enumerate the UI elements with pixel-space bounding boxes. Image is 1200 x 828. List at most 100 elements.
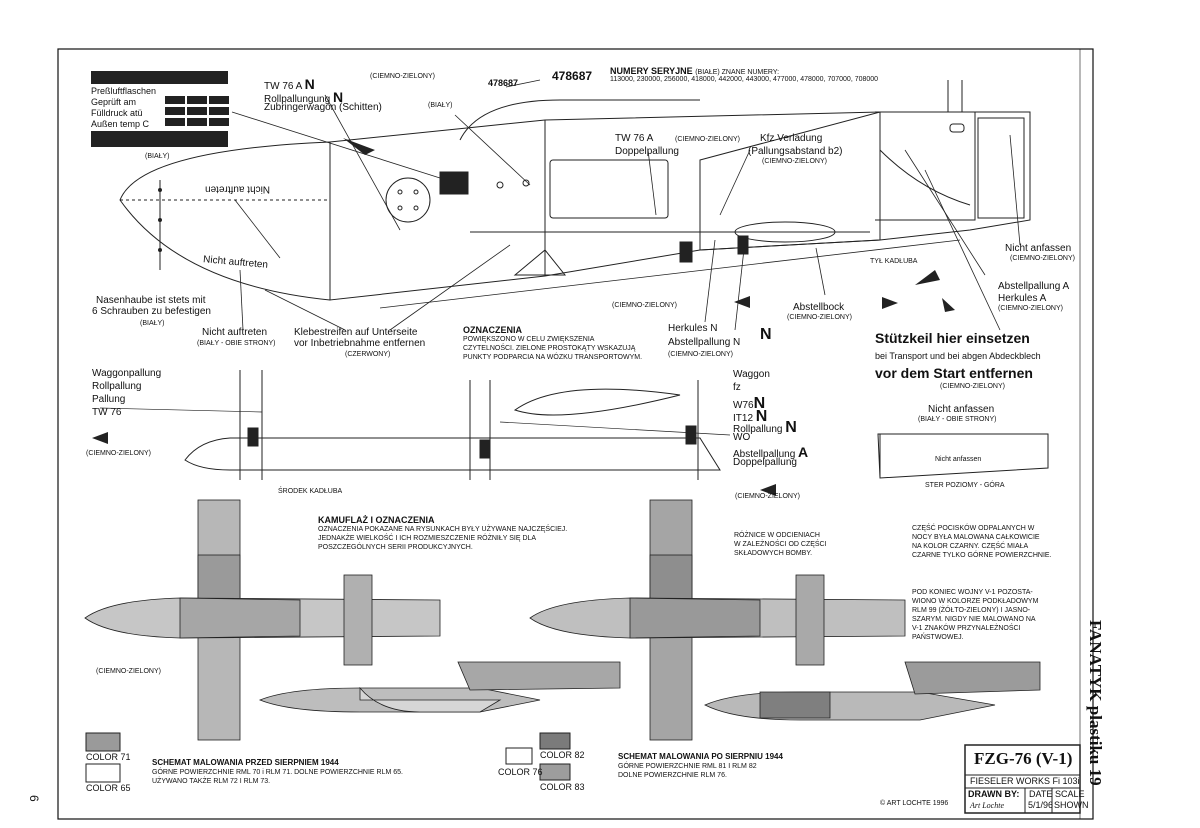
stencil-cell — [209, 96, 229, 104]
stencil-cell — [165, 96, 185, 104]
label-ciemno-zielony: (CIEMNO-ZIELONY) — [787, 314, 852, 321]
swatch-color82 — [539, 732, 571, 750]
label-waggon: Waggon — [733, 369, 770, 380]
mid-fuselage-drawing — [184, 370, 721, 480]
pod-koniec-line: WIONO W KOLORZE PODKŁADOWYM — [912, 598, 1039, 605]
stencil-line-3: Fülldruck atü — [91, 108, 143, 118]
schemat2-line: DOLNE POWIERZCHNIE RLM 76. — [618, 772, 727, 779]
czesc-line: NOCY BYŁA MALOWANA CAŁKOWICIE — [912, 534, 1040, 541]
label-ciemno-zielony: (CIEMNO-ZIELONY) — [675, 136, 740, 143]
label-abstellpallung: Abstellpallung A — [733, 444, 809, 460]
label-fz: fz — [733, 382, 741, 393]
label-tw76a: TW 76 A N — [264, 76, 315, 92]
legend-color83: COLOR 83 — [540, 782, 585, 792]
label-herkules-n: Herkules N — [668, 323, 718, 334]
label-ciemno-zielony: (CIEMNO-ZIELONY) — [940, 383, 1005, 390]
label-ciemno-zielony: (CIEMNO-ZIELONY) — [612, 302, 677, 309]
label-stutzkeil-3: vor dem Start entfernen — [875, 365, 1033, 381]
serials-heading: NUMERY SERYJNE (BIAŁE) ZNANE NUMERY: — [610, 66, 780, 76]
label-abstellbock: Abstellbock — [793, 302, 845, 313]
stencil-arrows — [92, 138, 955, 496]
kamuflaz-line: POSZCZEGÓLNYCH SERII PRODUKCYJNYCH. — [318, 544, 473, 551]
label-nicht-anfassen-small: Nicht anfassen — [935, 456, 982, 463]
label-ciemno-zielony: (CIEMNO-ZIELONY) — [668, 351, 733, 358]
label-rollpallung: Rollpallung — [92, 381, 142, 392]
legend-color82: COLOR 82 — [540, 750, 585, 760]
oznaczenia-line: PUNKTY PODPARCIA NA WÓZKU TRANSPORTOWYM. — [463, 354, 643, 361]
oznaczenia-line: CZYTELNOŚCI. ZIELONE PROSTOKĄTY WSKAZUJĄ — [463, 345, 636, 352]
label-w76: W76N — [733, 395, 766, 412]
label-nicht-auftreten-3: Nicht auftreten — [202, 327, 268, 338]
czesc-line: CZARNE TYLKO GÓRNE POWIERZCHNIE. — [912, 552, 1052, 559]
label-kfz: Kfz Verladung — [760, 133, 823, 144]
label-it12: IT12 N — [733, 408, 768, 425]
label-bialy-obie: (BIAŁY - OBIE STRONY) — [197, 340, 276, 347]
label-ciemno-zielony: (CIEMNO-ZIELONY) — [762, 158, 827, 165]
oznaczenia-line: POWIĘKSZONO W CELU ZWIĘKSZENIA — [463, 336, 595, 343]
label-czerwony: (CZERWONY) — [345, 351, 391, 358]
copyright: © ART LOCHTE 1996 — [880, 800, 949, 807]
kamuflaz-line: JEDNAKŻE WIELKOŚĆ I ICH ROZMIESZCZENIE R… — [318, 535, 537, 542]
serial-example-large: 478687 — [552, 69, 593, 83]
label-doppelpallung: Doppelpallung — [733, 457, 797, 468]
swatch-color76 — [505, 747, 533, 765]
date-heading: DATE — [1029, 789, 1053, 799]
stencil-line-2: Geprüft am — [91, 97, 137, 107]
czesc-line: CZĘŚĆ POCISKÓW ODPALANYCH W — [912, 525, 1035, 532]
legend-color76: COLOR 76 — [498, 767, 543, 777]
stencil-line-4: Außen temp C — [91, 119, 150, 129]
swatch-color83 — [539, 763, 571, 781]
czesc-line: NA KOLOR CZARNY. CZĘŚĆ MIAŁA — [912, 543, 1029, 550]
date-value: 5/1/96 — [1028, 800, 1054, 810]
kamuflaz-heading: KAMUFLAŻ I OZNACZENIA — [318, 515, 435, 525]
stencil-cell — [165, 118, 185, 126]
title-main: FZG-76 (V-1) — [974, 749, 1073, 768]
label-abstellpallung-n: Abstellpallung N — [668, 337, 741, 348]
schemat1-heading: SCHEMAT MALOWANIA PRZED SIERPNIEM 1944 — [152, 758, 339, 767]
label-tw76a-doppel: TW 76 A — [615, 133, 654, 144]
nose-cone-drawing — [119, 141, 331, 301]
stencil-bar-top — [91, 71, 228, 84]
label-doppelpallung: Doppelpallung — [615, 146, 679, 157]
drawn-by: DRAWN BY: — [968, 789, 1020, 799]
forward-fuselage-drawing — [329, 99, 881, 301]
label-ciemno-zielony: (CIEMNO-ZIELONY) — [735, 493, 800, 500]
label-srodek-kadluba: ŚRODEK KADŁUBA — [278, 488, 343, 495]
label-rollpallung-n: Rollpallung N — [733, 419, 797, 436]
leader-lines-top — [231, 79, 1021, 331]
label-nicht-anfassen: Nicht anfassen — [1005, 243, 1072, 254]
stencil-cell — [187, 107, 207, 115]
label-herkules-a: Herkules A — [998, 293, 1047, 304]
camo-right-drawing — [529, 499, 1041, 741]
title-subtitle: FIESELER WORKS Fi 103i — [970, 776, 1080, 786]
label-bialy: (BIAŁY) — [428, 102, 453, 109]
stencil-cell — [165, 107, 185, 115]
schemat2-line: GÓRNE POWIERZCHNIE RML 81 I RLM 82 — [618, 763, 757, 770]
label-tw76: TW 76 — [92, 407, 122, 418]
label-rollpallungung: Rollpallungung N — [264, 89, 344, 105]
pod-koniec-line: PAŃSTWOWEJ. — [912, 634, 964, 641]
stencil-line-1: Preßluftflaschen — [91, 86, 157, 96]
schemat1-line: UŻYWANO TAKŻE RLM 72 I RLM 73. — [152, 778, 271, 785]
label-nasenhaube-1: Nasenhaube ist stets mit — [96, 295, 206, 306]
roznice-line: W ZALEŻNOŚCI OD CZĘŚCI — [734, 541, 827, 548]
pod-koniec-line: RLM 99 (ŻÓŁTO-ZIELONY) I JASNO- — [912, 607, 1031, 614]
roznice-line: RÓŻNICE W ODCIENIACH — [734, 532, 820, 539]
label-tyl-kadluba: TYŁ KADŁUBA — [870, 258, 918, 265]
label-ciemno-zielony: (CIEMNO-ZIELONY) — [370, 73, 435, 80]
label-bialy-obie: (BIAŁY - OBIE STRONY) — [918, 416, 997, 423]
swatch-color65 — [85, 763, 121, 783]
magazine-side-text: FANATYK plastiku 19 — [1086, 620, 1105, 786]
label-bialy: (BIAŁY) — [140, 320, 165, 327]
scale-heading: SCALE — [1055, 789, 1085, 799]
stencil-color: (BIAŁY) — [145, 153, 170, 160]
oznaczenia-heading: OZNACZENIA — [463, 325, 522, 335]
label-wo: WO — [733, 432, 751, 443]
label-nasenhaube-2: 6 Schrauben zu befestigen — [92, 306, 211, 317]
camo-left-drawing — [84, 499, 621, 741]
pod-koniec-line: POD KONIEC WOJNY V-1 POZOSTA- — [912, 589, 1033, 596]
legend-color71: COLOR 71 — [86, 752, 131, 762]
stabilizer-drawing — [877, 433, 1049, 479]
